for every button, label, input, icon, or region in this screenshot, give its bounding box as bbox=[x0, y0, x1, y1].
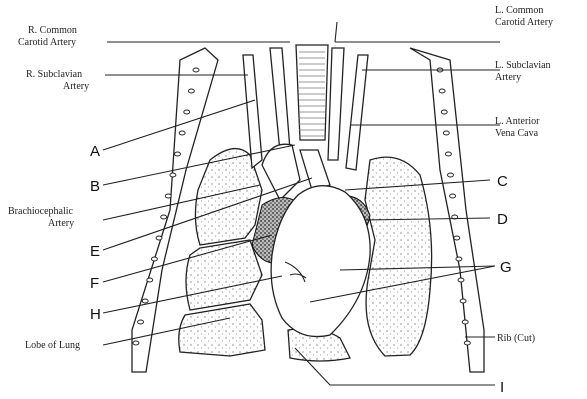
right-lung-lobe-middle bbox=[186, 240, 262, 310]
label-r-common-carotid-line1: R. Common bbox=[28, 25, 77, 36]
l-subclavian-artery-vessel bbox=[346, 55, 368, 170]
rib-hole bbox=[133, 341, 139, 345]
rib-hole bbox=[161, 215, 167, 219]
rib-hole bbox=[138, 320, 144, 324]
letter-d: D bbox=[497, 211, 508, 228]
label-r-subclavian-line2: Artery bbox=[63, 81, 89, 92]
rib-hole bbox=[165, 194, 171, 198]
rib-hole bbox=[464, 341, 470, 345]
label-l-anterior-vena-cava-line2: Vena Cava bbox=[495, 128, 539, 139]
rib-hole bbox=[156, 236, 162, 240]
label-r-subclavian-line1: R. Subclavian bbox=[26, 69, 82, 80]
rib-hole bbox=[193, 68, 199, 72]
vena-cava-vessel bbox=[262, 144, 300, 200]
letter-h: H bbox=[90, 306, 101, 323]
letter-a: A bbox=[90, 143, 100, 160]
rib-hole bbox=[188, 89, 194, 93]
brachiocephalic-artery-vessel bbox=[300, 150, 330, 190]
rib-hole bbox=[151, 257, 157, 261]
letter-e: E bbox=[90, 243, 100, 260]
letter-i: I bbox=[500, 379, 504, 396]
rib-hole bbox=[445, 152, 451, 156]
label-brachiocephalic-line2: Artery bbox=[48, 218, 74, 229]
rib-hole bbox=[439, 89, 445, 93]
letter-c: C bbox=[497, 173, 508, 190]
l-common-carotid-artery-vessel bbox=[328, 48, 344, 160]
label-brachiocephalic-line1: Brachiocephalic bbox=[8, 206, 74, 217]
label-rib-cut: Rib (Cut) bbox=[497, 333, 535, 344]
label-l-common-carotid-line1: L. Common bbox=[495, 5, 543, 16]
rib-hole bbox=[456, 257, 462, 261]
label-l-anterior-vena-cava-line1: L. Anterior bbox=[495, 116, 540, 127]
rib-hole bbox=[448, 173, 454, 177]
r-common-carotid-artery-vessel bbox=[270, 48, 290, 152]
letter-b: B bbox=[90, 178, 100, 195]
rib-hole bbox=[147, 278, 153, 282]
rib-hole bbox=[170, 173, 176, 177]
rib-hole bbox=[441, 110, 447, 114]
label-lobe-of-lung: Lobe of Lung bbox=[25, 340, 80, 351]
label-l-subclavian-line2: Artery bbox=[495, 72, 521, 83]
label-l-common-carotid-line2: Carotid Artery bbox=[495, 17, 553, 28]
trachea bbox=[296, 45, 328, 140]
right-lung-lobe-lower bbox=[179, 304, 265, 356]
rib-hole bbox=[460, 299, 466, 303]
rib-hole bbox=[142, 299, 148, 303]
rib-hole bbox=[179, 131, 185, 135]
rib-hole bbox=[450, 194, 456, 198]
letter-g: G bbox=[500, 259, 512, 276]
rib-hole bbox=[462, 320, 468, 324]
left-lung-lobe bbox=[365, 157, 432, 356]
rib-hole bbox=[175, 152, 181, 156]
label-l-subclavian-line1: L. Subclavian bbox=[495, 60, 551, 71]
rib-hole bbox=[454, 236, 460, 240]
rib-hole bbox=[458, 278, 464, 282]
rib-hole bbox=[443, 131, 449, 135]
letter-f: F bbox=[90, 275, 99, 292]
label-r-common-carotid-line2: Carotid Artery bbox=[18, 37, 76, 48]
rib-hole bbox=[184, 110, 190, 114]
